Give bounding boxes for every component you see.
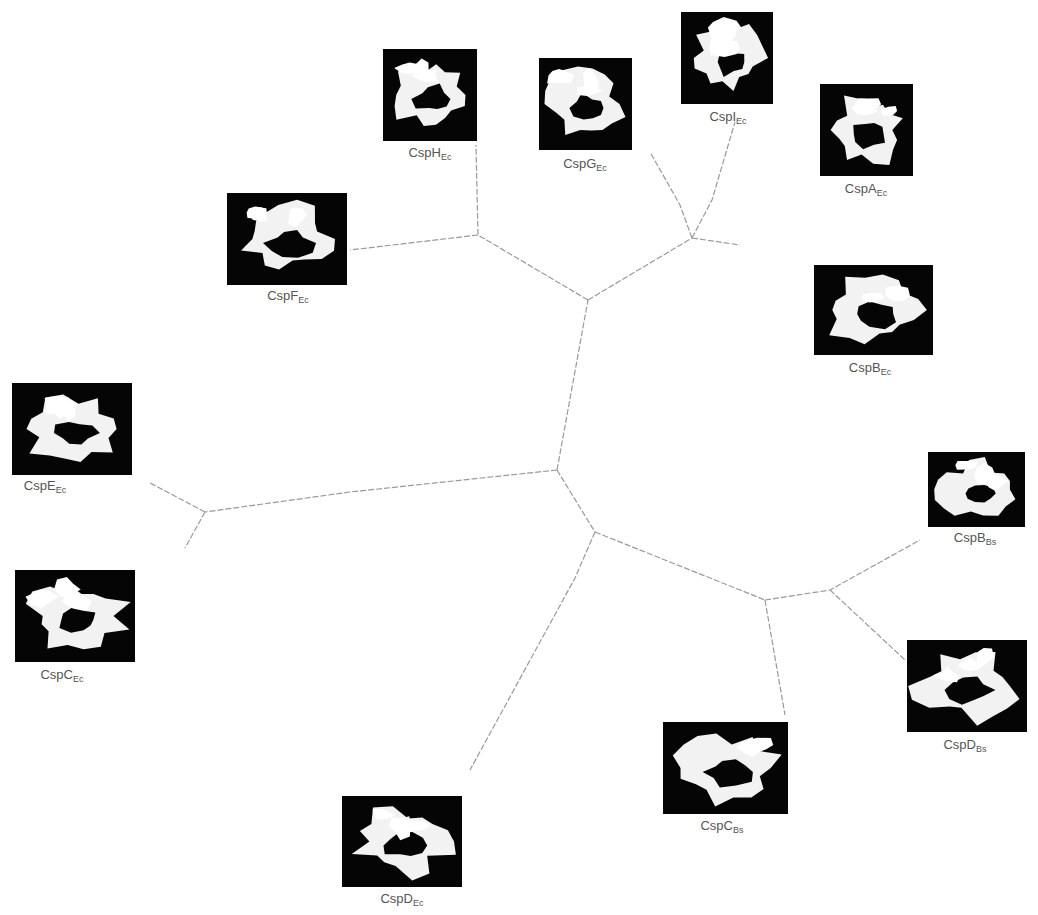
protein-label: CspFEc [267, 288, 309, 308]
protein-image [383, 49, 477, 141]
organism-subscript: Ec [298, 295, 309, 305]
protein-label: CspDBs [943, 737, 986, 757]
branch [765, 540, 920, 600]
protein-surface [227, 193, 347, 285]
protein-surface [663, 722, 788, 814]
structure-thumbnail: CspHEc [383, 49, 477, 141]
protein-image [15, 570, 135, 662]
organism-subscript: Ec [596, 163, 607, 173]
structure-thumbnail: CspCEc [15, 570, 135, 662]
branch [692, 238, 740, 245]
structure-thumbnail: CspDEc [342, 796, 462, 887]
protein-label: CspCEc [40, 667, 83, 687]
protein-image [342, 796, 462, 887]
branch [150, 483, 205, 512]
organism-subscript: Ec [877, 188, 888, 198]
protein-name: CspF [267, 288, 298, 303]
structure-thumbnail: CspDBs [907, 640, 1027, 732]
protein-surface [820, 84, 913, 176]
structure-thumbnail: CspGEc [539, 58, 632, 150]
protein-name: CspB [954, 530, 986, 545]
organism-subscript: Ec [73, 674, 84, 684]
branch [765, 600, 785, 715]
protein-image [539, 58, 632, 150]
protein-name: CspC [700, 818, 733, 833]
branch [205, 470, 557, 512]
protein-label: CspGEc [563, 156, 607, 176]
protein-name: CspG [563, 156, 596, 171]
protein-label: CspIEc [709, 109, 746, 129]
protein-surface [342, 796, 462, 887]
protein-surface [681, 12, 773, 104]
protein-image [928, 452, 1025, 527]
protein-image [681, 12, 773, 104]
branch [650, 152, 692, 238]
structure-thumbnail: CspCBs [663, 722, 788, 814]
protein-label: CspEEc [24, 478, 66, 498]
branch [350, 235, 478, 250]
organism-subscript: Ec [413, 898, 424, 908]
organism-subscript: Bs [733, 825, 744, 835]
protein-name: CspC [40, 667, 73, 682]
branch [595, 532, 765, 600]
protein-label: CspDEc [380, 891, 423, 911]
branch [557, 470, 595, 532]
protein-surface [814, 265, 933, 355]
branch [470, 532, 595, 770]
protein-image [663, 722, 788, 814]
organism-subscript: Bs [986, 537, 997, 547]
protein-surface [383, 49, 477, 141]
structure-thumbnail: CspBEc [814, 265, 933, 355]
protein-label: CspBEc [849, 360, 891, 380]
branch [185, 512, 205, 548]
structure-thumbnail: CspAEc [820, 84, 913, 176]
protein-label: CspCBs [700, 818, 743, 838]
organism-subscript: Ec [56, 485, 67, 495]
protein-image [907, 640, 1027, 732]
organism-subscript: Ec [441, 152, 452, 162]
structure-thumbnail: CspFEc [227, 193, 347, 285]
protein-label: CspAEc [845, 181, 887, 201]
organism-subscript: Ec [736, 116, 747, 126]
branch [557, 300, 588, 470]
structure-thumbnail: CspBBs [928, 452, 1025, 527]
protein-surface [15, 570, 135, 662]
protein-image [12, 383, 132, 475]
protein-image [820, 84, 913, 176]
organism-subscript: Ec [881, 367, 892, 377]
structure-thumbnail: CspEEc [12, 383, 132, 475]
protein-label: CspBBs [954, 530, 996, 550]
branch [588, 238, 692, 300]
protein-image [814, 265, 933, 355]
protein-name: CspD [943, 737, 976, 752]
protein-surface [907, 640, 1027, 732]
branch [830, 590, 905, 660]
protein-surface [12, 383, 132, 475]
protein-name: CspA [845, 181, 877, 196]
protein-surface [539, 58, 632, 150]
protein-name: CspI [709, 109, 736, 124]
protein-image [227, 193, 347, 285]
protein-name: CspB [849, 360, 881, 375]
protein-surface [928, 452, 1025, 527]
organism-subscript: Bs [976, 744, 987, 754]
protein-name: CspH [408, 145, 441, 160]
protein-name: CspE [24, 478, 56, 493]
protein-name: CspD [380, 891, 413, 906]
structure-thumbnail: CspIEc [681, 12, 773, 104]
branch [692, 122, 735, 238]
protein-label: CspHEc [408, 145, 451, 165]
